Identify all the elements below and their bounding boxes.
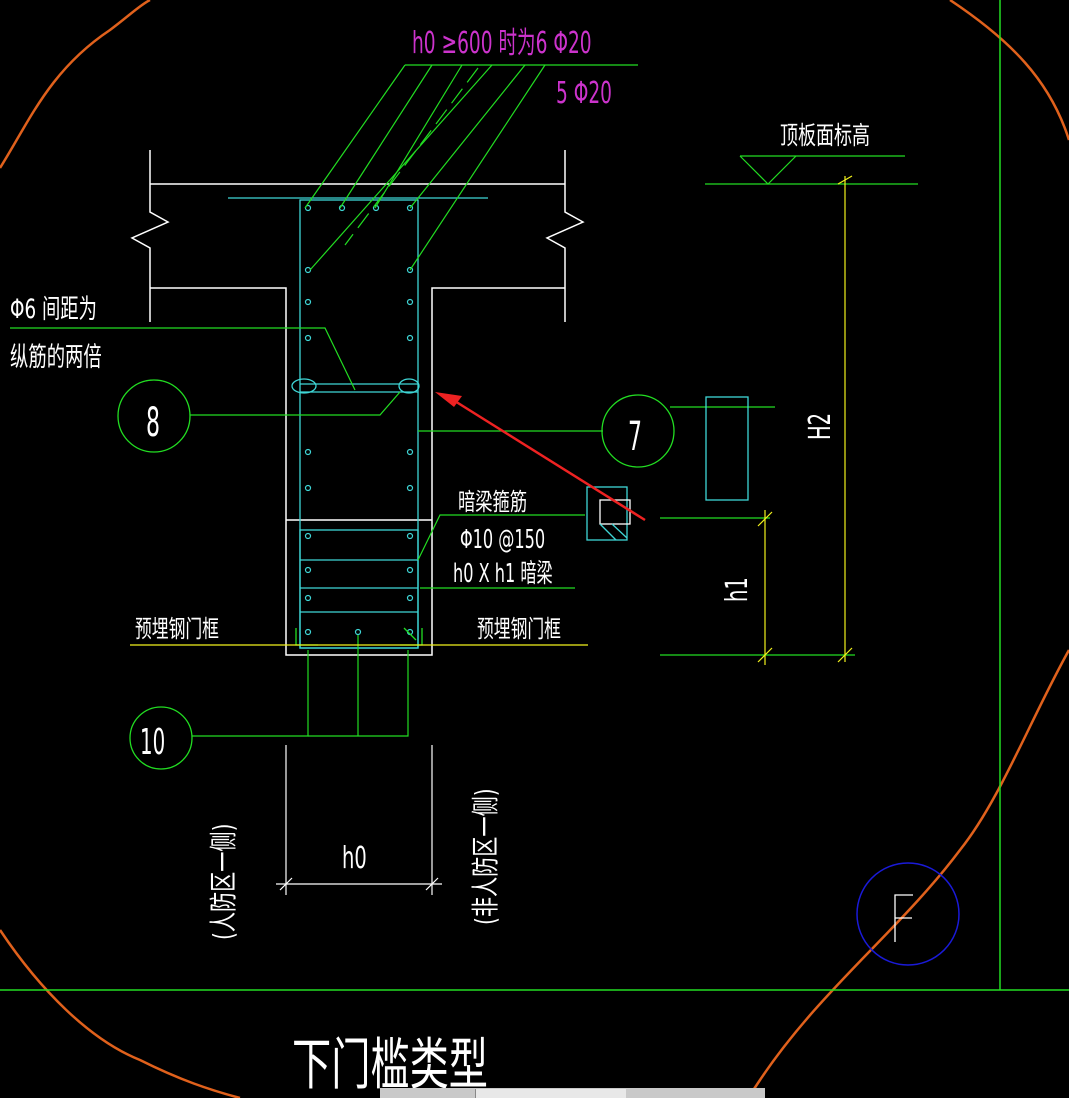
- callout-8-number: 8: [146, 399, 160, 446]
- hidden-lines: [344, 67, 479, 246]
- callout-10-number: 10: [140, 721, 165, 763]
- slab-level-label: 顶板面标高: [780, 122, 870, 151]
- rebar-label-second: 5 Φ20: [556, 75, 612, 110]
- detail-symbol: [586, 486, 631, 541]
- embedded-frame-left-label: 预埋钢门框: [135, 615, 219, 643]
- drawing-title: 下门槛类型: [292, 1033, 488, 1098]
- status-bar: [380, 1088, 765, 1098]
- callout-7-number: 7: [628, 413, 642, 460]
- orange-boundary-curve: [0, 0, 151, 169]
- orange-boundary-curve-bottom: [0, 929, 241, 1098]
- beam-stirrup-spec: Φ10 @150: [460, 525, 545, 555]
- dim-h1-label: h1: [720, 577, 754, 602]
- stirrup-note-line1: Φ6 间距为: [10, 295, 97, 325]
- rebar-label-top: h0 ≥600 时为6 Φ20: [412, 25, 592, 60]
- side-label-right: (非人防区一侧): [469, 788, 502, 925]
- orange-boundary-curve-right: [949, 0, 1069, 141]
- callout-10: 10: [129, 706, 193, 770]
- h0-dimension: [276, 745, 442, 895]
- wall-outline: [130, 150, 585, 656]
- blue-snap-marker: [856, 862, 960, 966]
- callout-7: 7: [601, 394, 675, 468]
- stirrup-note-line2: 纵筋的两倍: [10, 343, 102, 373]
- rebar-cage: [291, 199, 420, 649]
- beam-section-label: h0 X h1 暗梁: [453, 559, 553, 589]
- leader-lines: [10, 64, 918, 737]
- beam-stirrup-title: 暗梁箍筋: [458, 488, 527, 516]
- dimension-lines: [130, 175, 853, 665]
- callout-8: 8: [117, 379, 191, 453]
- rebar-dots: [304, 204, 414, 636]
- beam-detail-box: [705, 396, 749, 501]
- red-arrow: [435, 392, 646, 522]
- embedded-frame-right-label: 预埋钢门框: [477, 615, 561, 643]
- orange-boundary-curve-bottom-right: [746, 649, 1069, 1098]
- dim-H2-label: H2: [803, 413, 837, 440]
- dim-h0-label: h0: [342, 841, 367, 875]
- embedded-frame-anchors: [295, 627, 423, 646]
- side-label-left: (人防区一侧): [207, 824, 240, 940]
- status-bar-field: [475, 1089, 626, 1098]
